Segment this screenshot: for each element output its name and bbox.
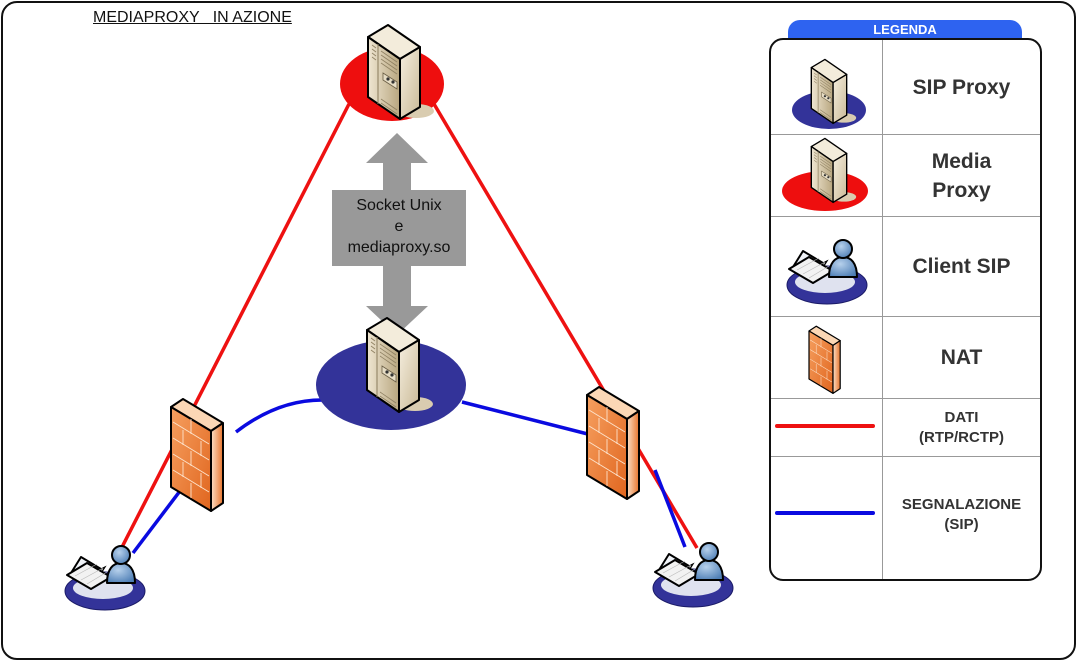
legend-label-line1: Media — [931, 149, 992, 173]
legend-label: SIP Proxy — [912, 75, 1011, 99]
legend-symbol-cell — [771, 317, 883, 398]
legend-label: Media Proxy — [883, 135, 1040, 216]
legend-symbol-cell — [771, 457, 883, 579]
legend-label-line1: DATI — [944, 408, 979, 426]
legend-label: Client SIP — [912, 255, 1011, 278]
client-right-laptop-user-icon[interactable] — [652, 542, 734, 608]
socket-label-line2: e — [394, 218, 404, 235]
legend-symbol-cell — [771, 40, 883, 134]
legend-panel: SIP Proxy Media Proxy Client SIP — [769, 38, 1042, 581]
socket-double-arrow — [332, 133, 466, 335]
legend-label: NAT — [940, 346, 983, 369]
legend-item-dati: DATI (RTP/RCTP) — [771, 399, 1040, 457]
legend-label-line2: (RTP/RCTP) — [919, 428, 1004, 446]
nat-right-firewall-icon[interactable] — [586, 386, 640, 500]
data-lines — [118, 103, 699, 552]
sip-proxy-node[interactable] — [316, 317, 466, 430]
legend-symbol-cell — [771, 217, 883, 316]
socket-label-line3: mediaproxy.so — [347, 239, 451, 256]
legend-label: SEGNALAZIONE (SIP) — [883, 457, 1040, 579]
firewall-icon — [808, 325, 841, 394]
signal-line-right-client — [653, 469, 687, 548]
legend-item-nat: NAT — [771, 317, 1040, 399]
data-line-right — [432, 103, 699, 549]
socket-label: Socket Unix e mediaproxy.so — [332, 195, 466, 258]
legend-symbol-cell — [771, 135, 883, 216]
socket-label-line1: Socket Unix — [356, 197, 442, 214]
signal-line-left-nat — [234, 398, 323, 434]
legend-symbol-cell — [771, 399, 883, 456]
media-proxy-node[interactable] — [340, 24, 444, 121]
legend-item-segnalazione: SEGNALAZIONE (SIP) — [771, 457, 1040, 579]
legend-label-line2: (SIP) — [944, 516, 979, 533]
legend-label-line2: Proxy — [932, 178, 991, 202]
red-line-icon — [775, 424, 875, 428]
server-red-base-icon — [782, 137, 868, 211]
server-blue-base-icon — [792, 58, 866, 129]
laptop-user-icon — [786, 239, 868, 305]
legend-item-media-proxy: Media Proxy — [771, 135, 1040, 217]
legend-label-line1: SEGNALAZIONE — [901, 496, 1022, 513]
legend-label: DATI (RTP/RCTP) — [883, 399, 1040, 456]
client-left-laptop-user-icon[interactable] — [64, 545, 146, 611]
diagram-title: MEDIAPROXY IN AZIONE — [93, 9, 292, 26]
data-line-left — [118, 103, 351, 552]
blue-line-icon — [775, 511, 875, 515]
legend-title: LEGENDA — [788, 20, 1022, 42]
legend-item-client-sip: Client SIP — [771, 217, 1040, 317]
legend-item-sip-proxy: SIP Proxy — [771, 40, 1040, 135]
